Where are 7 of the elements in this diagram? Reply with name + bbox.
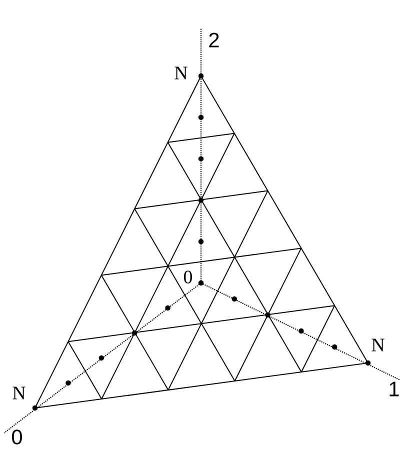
axis-label: 0 — [12, 430, 22, 444]
origin-label: 0 — [184, 270, 192, 284]
vertex-label: N — [12, 386, 26, 400]
vertex-label: N — [372, 338, 384, 352]
axis-label: 2 — [209, 32, 219, 48]
axis-label: 1 — [390, 382, 399, 396]
vertex-label: N — [174, 66, 188, 80]
